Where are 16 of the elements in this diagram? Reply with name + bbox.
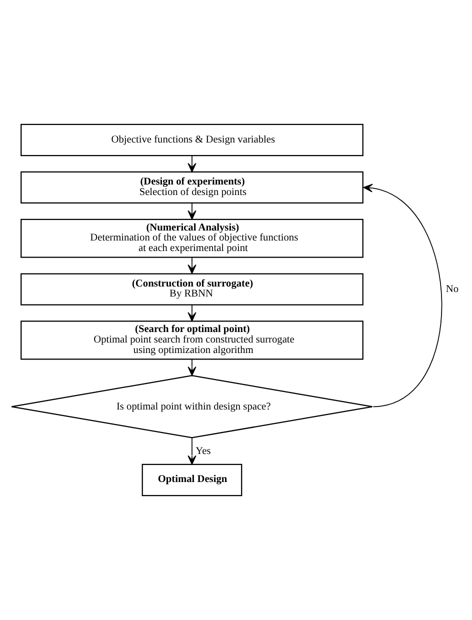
- arrow: [363, 184, 442, 408]
- node-box: Optimal Design: [142, 464, 242, 496]
- arrow: [188, 155, 196, 172]
- arrow: [188, 304, 196, 322]
- node-box: (Search for optimal point) Optimal point search from constructed surrogate using optimization algorithm: [20, 320, 364, 360]
- node-box: (Construction of surrogate) By RBNN: [20, 273, 364, 306]
- node-box: (Numerical Analysis) Determination of the values of objective functions at each experimental point: [20, 218, 364, 258]
- node-box: (Design of experiments) Selection of design points: [20, 171, 364, 204]
- arrow: [188, 359, 196, 376]
- node-diamond: Is optimal point within design space?: [11, 375, 373, 438]
- arrow: [188, 437, 196, 465]
- node-box: Objective functions & Design variables: [20, 124, 364, 156]
- edge-label: Yes: [196, 446, 211, 457]
- arrow: [188, 257, 196, 274]
- arrow: [188, 202, 196, 220]
- edge-label: No: [446, 284, 459, 295]
